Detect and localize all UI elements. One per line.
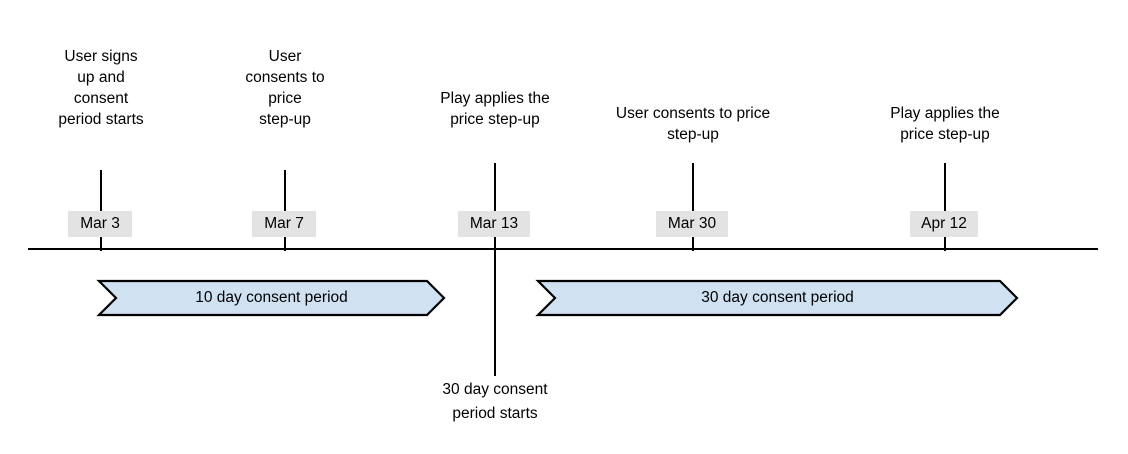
period-banner-30-day-shape	[535, 279, 1019, 317]
event-description-mar-3: User signs up and consent period starts	[58, 48, 144, 128]
period-banner-30-day: 30 day consent period	[535, 279, 1019, 317]
period-banner-10-day-shape	[96, 279, 446, 317]
period-banner-30-day-label: 30 day consent period	[701, 289, 854, 306]
tick-stub-mar-30	[692, 237, 694, 251]
date-chip-apr-12: Apr 12	[910, 211, 978, 237]
tick-stub-apr-12	[944, 237, 946, 251]
tick-stub-mar-7	[284, 237, 286, 251]
tick-line-mar-13	[494, 163, 496, 211]
tick-stub-mar-13-extended	[494, 237, 496, 376]
tick-line-apr-12	[944, 163, 946, 211]
event-description-mar-30: User consents to price step-up	[615, 105, 771, 143]
date-chip-mar-7: Mar 7	[252, 211, 316, 237]
period-banner-10-day-label: 10 day consent period	[195, 289, 348, 306]
date-chip-mar-3: Mar 3	[68, 211, 132, 237]
period-banner-10-day: 10 day consent period	[96, 279, 446, 317]
date-chip-mar-30: Mar 30	[656, 211, 728, 237]
note-30-day-consent-period-starts: 30 day consent period starts	[442, 381, 548, 422]
date-chip-mar-13: Mar 13	[458, 211, 530, 237]
tick-line-mar-3	[100, 170, 102, 211]
event-description-mar-13: Play applies the price step-up	[440, 90, 550, 128]
tick-stub-mar-3	[100, 237, 102, 251]
tick-line-mar-30	[692, 163, 694, 211]
event-description-mar-7: User consents to price step-up	[245, 48, 325, 128]
tick-line-mar-7	[284, 170, 286, 211]
timeline-axis-line	[28, 248, 1098, 250]
event-description-apr-12: Play applies the price step-up	[890, 105, 1000, 143]
